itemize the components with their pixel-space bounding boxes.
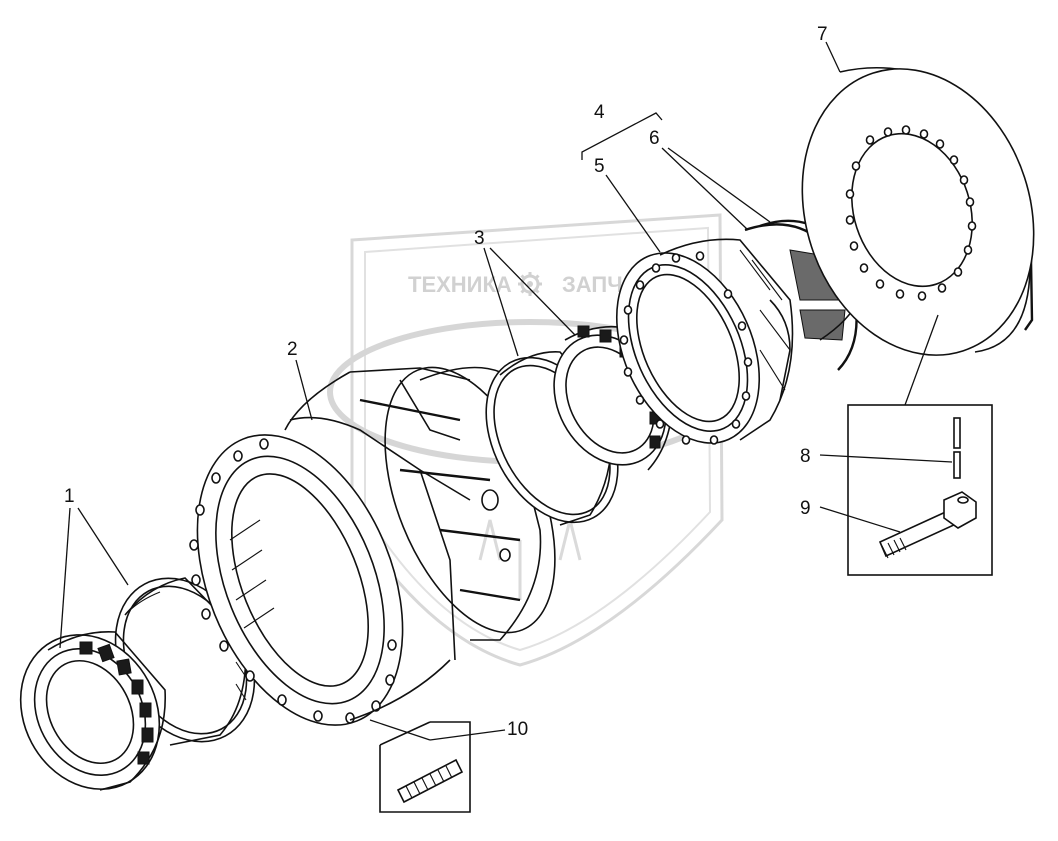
callout-9: 9: [800, 498, 811, 519]
callout-3: 3: [474, 228, 485, 249]
callout-labels: 1 2 3 4 5 6 7 8 9 10: [64, 24, 828, 740]
part-9-bolt: [878, 491, 977, 559]
part-5-seal-housing: [615, 238, 794, 445]
callout-10: 10: [507, 719, 528, 740]
callout-2: 2: [287, 339, 298, 360]
callout-5: 5: [594, 156, 605, 177]
leader-lines: [59, 41, 953, 741]
brake-disc-bolt-holes: [845, 125, 977, 301]
part-10-stud: [396, 758, 464, 804]
gear-icon: [518, 272, 542, 296]
callout-6: 6: [649, 128, 660, 149]
flange-bolt-holes: [189, 438, 397, 724]
part-2-wheel-hub: [189, 366, 556, 726]
watermark-left-text: ТЕХНИКА: [408, 272, 512, 297]
stud-inset-box: [379, 721, 471, 813]
callout-7: 7: [817, 24, 828, 45]
callout-8: 8: [800, 446, 811, 467]
part-8-pin: [953, 417, 961, 479]
callout-1: 1: [64, 486, 75, 507]
bearing-rollers: [79, 641, 154, 765]
fastener-inset-box: [847, 314, 993, 576]
callout-4: 4: [594, 102, 605, 123]
part-7-brake-disc: [801, 66, 1035, 356]
